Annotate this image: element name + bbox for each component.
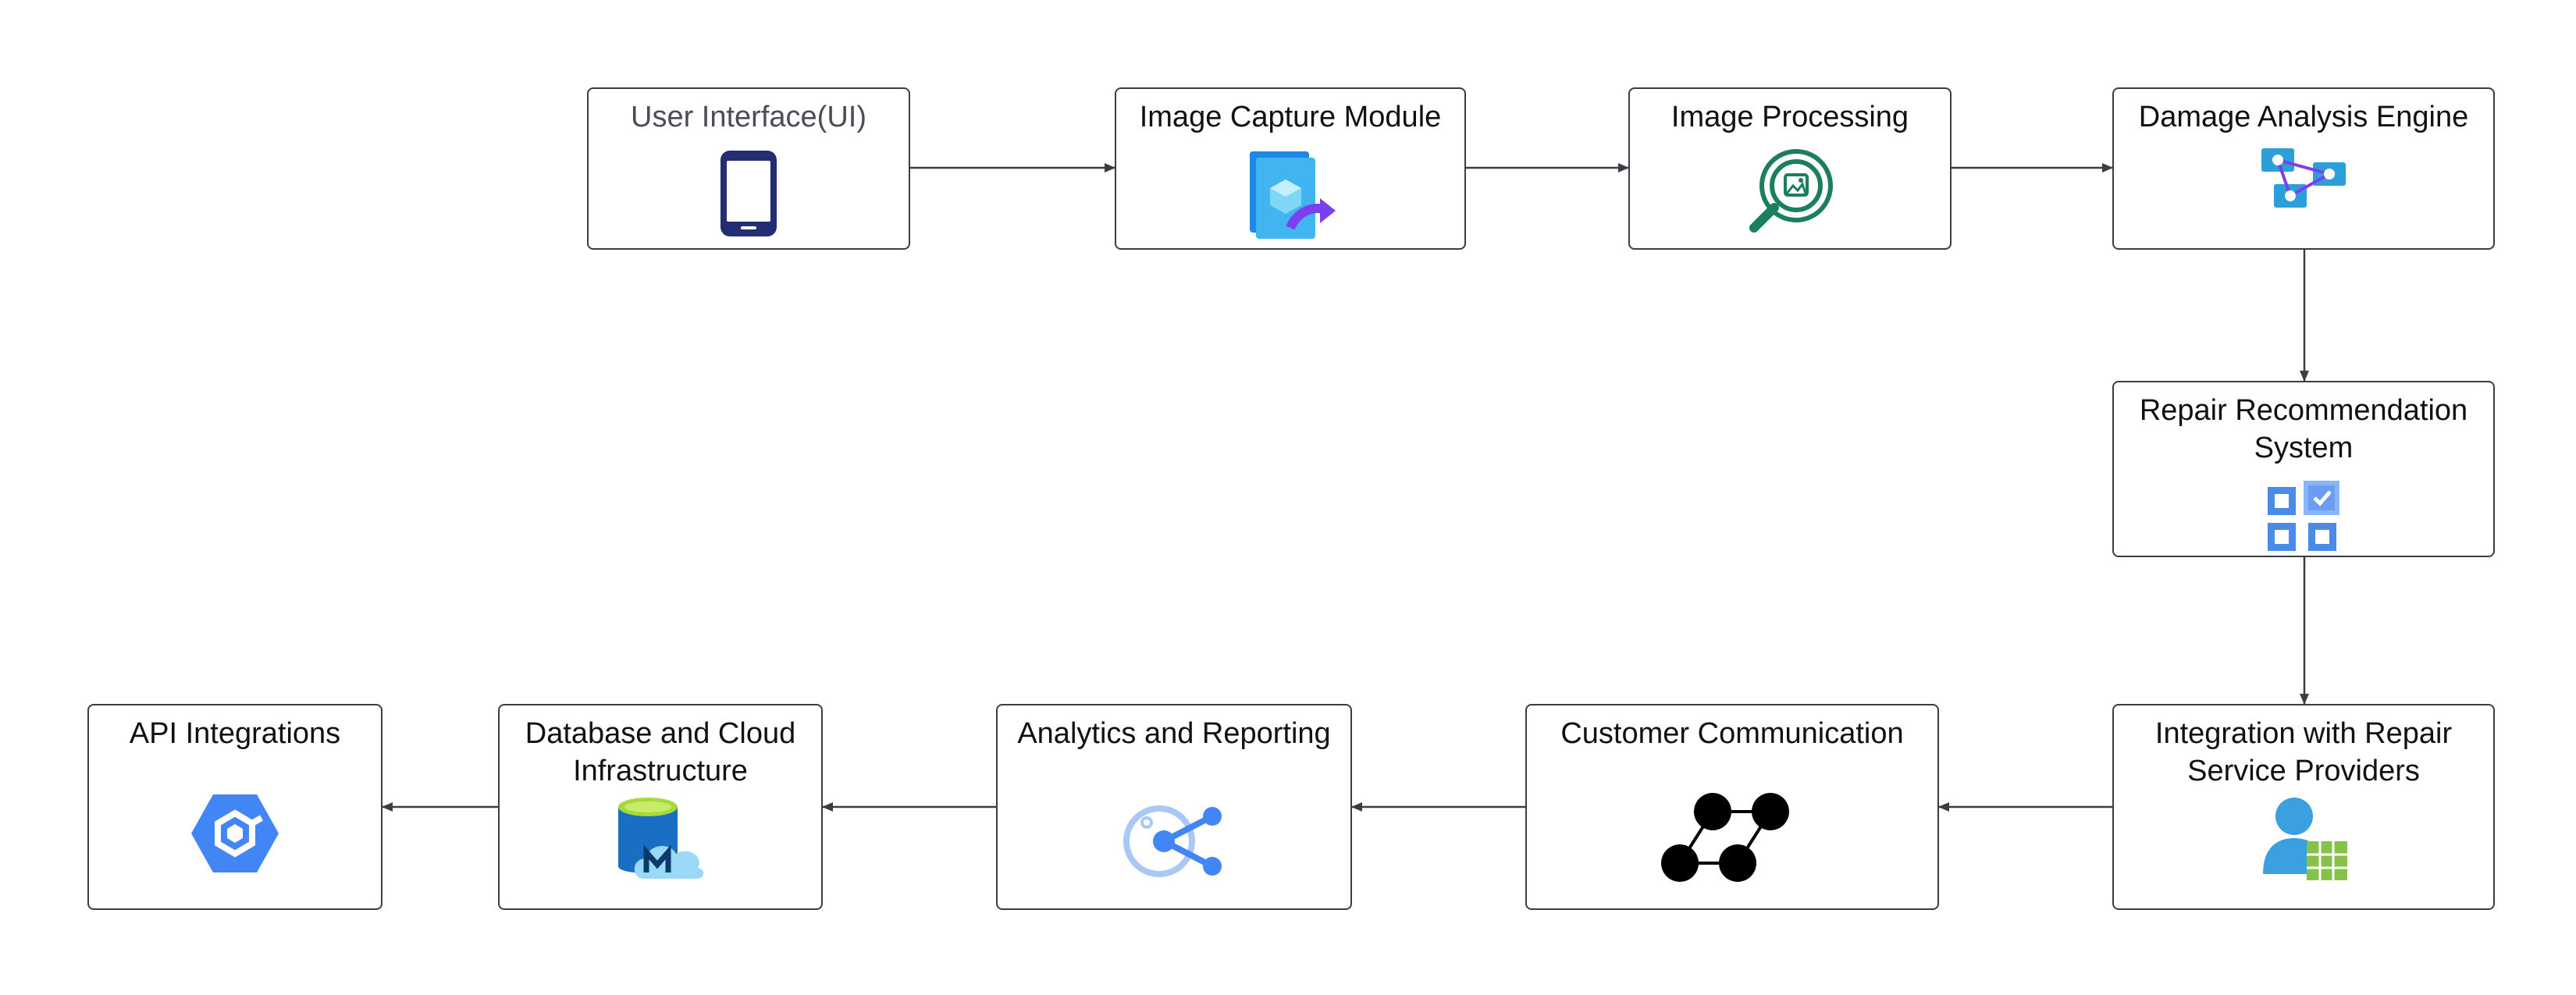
node-label: Image Capture Module (1139, 101, 1442, 133)
network-nodes-icon (2258, 145, 2349, 211)
node-api-integrations: API Integrations (87, 704, 382, 910)
image-capture-icon (1245, 147, 1336, 239)
node-customer-communication: Customer Communication (1525, 704, 1939, 910)
node-label: API Integrations (129, 717, 341, 750)
node-database-cloud: Database and Cloud Infrastructure (498, 704, 823, 910)
checklist-grid-icon (2265, 481, 2343, 556)
image-search-icon (1745, 147, 1835, 237)
node-label: User Interface(UI) (631, 101, 866, 133)
node-label: Database and Cloud Infrastructure (525, 717, 796, 787)
node-label: Repair Recommendation System (2139, 394, 2468, 464)
user-table-icon (2258, 793, 2349, 883)
node-image-processing: Image Processing (1628, 87, 1952, 250)
node-label: Customer Communication (1560, 717, 1904, 750)
node-integration-repair-providers: Integration with Repair Service Provider… (2112, 704, 2495, 910)
cloud-database-icon (614, 794, 707, 882)
smartphone-icon (717, 147, 780, 240)
node-user-interface: User Interface(UI) (587, 87, 910, 250)
node-label: Damage Analysis Engine (2138, 101, 2469, 133)
hexagon-api-icon (187, 791, 283, 876)
node-label: Integration with Repair Service Provider… (2154, 717, 2453, 787)
node-image-capture-module: Image Capture Module (1115, 87, 1466, 250)
graph-nodes-icon (1658, 790, 1806, 885)
node-damage-analysis-engine: Damage Analysis Engine (2112, 87, 2495, 250)
node-repair-recommendation-system: Repair Recommendation System (2112, 381, 2495, 557)
analytics-share-icon (1123, 802, 1225, 880)
node-label: Analytics and Reporting (1017, 717, 1331, 750)
node-analytics-reporting: Analytics and Reporting (996, 704, 1352, 910)
node-label: Image Processing (1670, 101, 1909, 133)
